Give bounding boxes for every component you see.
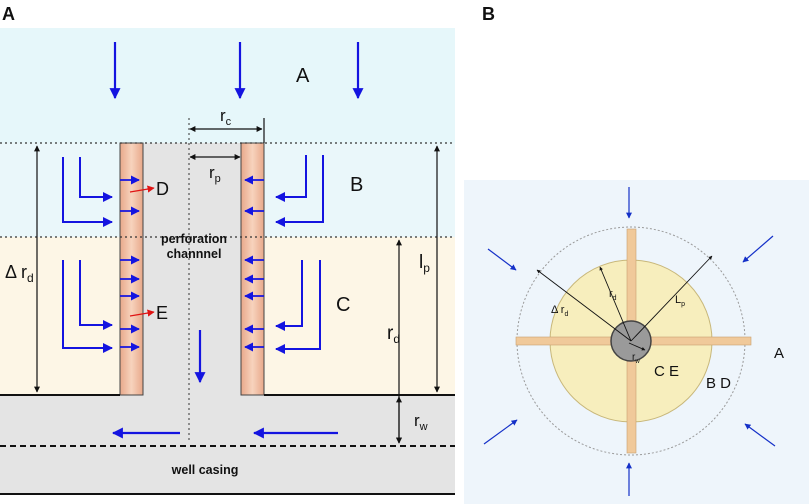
rw-label: rw bbox=[414, 411, 428, 433]
lp-arrow bbox=[630, 255, 713, 342]
channel-label-line1: perforation bbox=[161, 232, 227, 246]
left-flow-arrows bbox=[62, 157, 113, 353]
b-lp-label: Lp bbox=[675, 294, 685, 308]
radius-arrows bbox=[536, 255, 713, 351]
well-casing-region bbox=[0, 394, 455, 494]
rd-arrow bbox=[599, 266, 632, 342]
flow-arrow bbox=[483, 419, 518, 445]
b-zone-label-a: A bbox=[774, 345, 784, 362]
flow-arrow bbox=[79, 157, 113, 202]
lp-label: lp bbox=[419, 252, 430, 275]
rd-label: rd bbox=[387, 323, 400, 346]
well-casing-label: well casing bbox=[171, 463, 239, 477]
panel-b: B Δ rd rd Lp rw C E B D A bbox=[464, 4, 809, 504]
panel-a: A bbox=[0, 4, 455, 495]
zone-label-d: D bbox=[156, 179, 169, 199]
rw-arrow bbox=[628, 342, 646, 351]
flow-arrow bbox=[742, 235, 774, 263]
flow-arrow bbox=[275, 260, 321, 354]
b-rd-label: rd bbox=[609, 288, 617, 302]
right-wall-seepage bbox=[244, 175, 264, 352]
rc-label: rc bbox=[220, 106, 232, 128]
flow-arrow bbox=[275, 155, 324, 227]
zone-a-region bbox=[0, 28, 455, 143]
b-zone-label-bd: B D bbox=[706, 375, 731, 392]
zone-label-e: E bbox=[156, 303, 168, 323]
channel-label-line2: channnel bbox=[167, 247, 222, 261]
flow-arrow bbox=[744, 423, 776, 447]
flow-arrow bbox=[275, 155, 307, 202]
b-rw-label: rw bbox=[632, 352, 640, 365]
b-delta-rd-label: Δ rd bbox=[551, 304, 568, 318]
delta-rd-arrow bbox=[536, 269, 632, 342]
flow-arrow bbox=[79, 260, 113, 330]
panel-a-label: A bbox=[2, 4, 15, 24]
flow-arrow bbox=[62, 157, 113, 227]
flow-arrow bbox=[275, 260, 303, 331]
b-zone-label-ce: C E bbox=[654, 363, 679, 380]
zone-a-flow-arrows bbox=[109, 42, 364, 100]
flow-arrow bbox=[62, 260, 113, 353]
perforation-channel bbox=[143, 143, 241, 395]
dimension-lines bbox=[34, 118, 440, 444]
right-flow-arrows bbox=[275, 155, 324, 354]
flow-arrow bbox=[487, 248, 517, 271]
zone-label-c: C bbox=[336, 294, 350, 316]
zone-label-a: A bbox=[296, 65, 310, 87]
zone-label-b: B bbox=[350, 174, 363, 196]
panel-b-label: B bbox=[482, 4, 495, 24]
left-wall-seepage bbox=[120, 175, 140, 352]
inflow-arrows bbox=[483, 187, 776, 496]
delta-rd-label: Δ rd bbox=[5, 262, 34, 285]
leak-arrow-e bbox=[129, 309, 155, 317]
leak-arrow-d bbox=[129, 185, 155, 193]
rp-label: rp bbox=[209, 163, 221, 185]
